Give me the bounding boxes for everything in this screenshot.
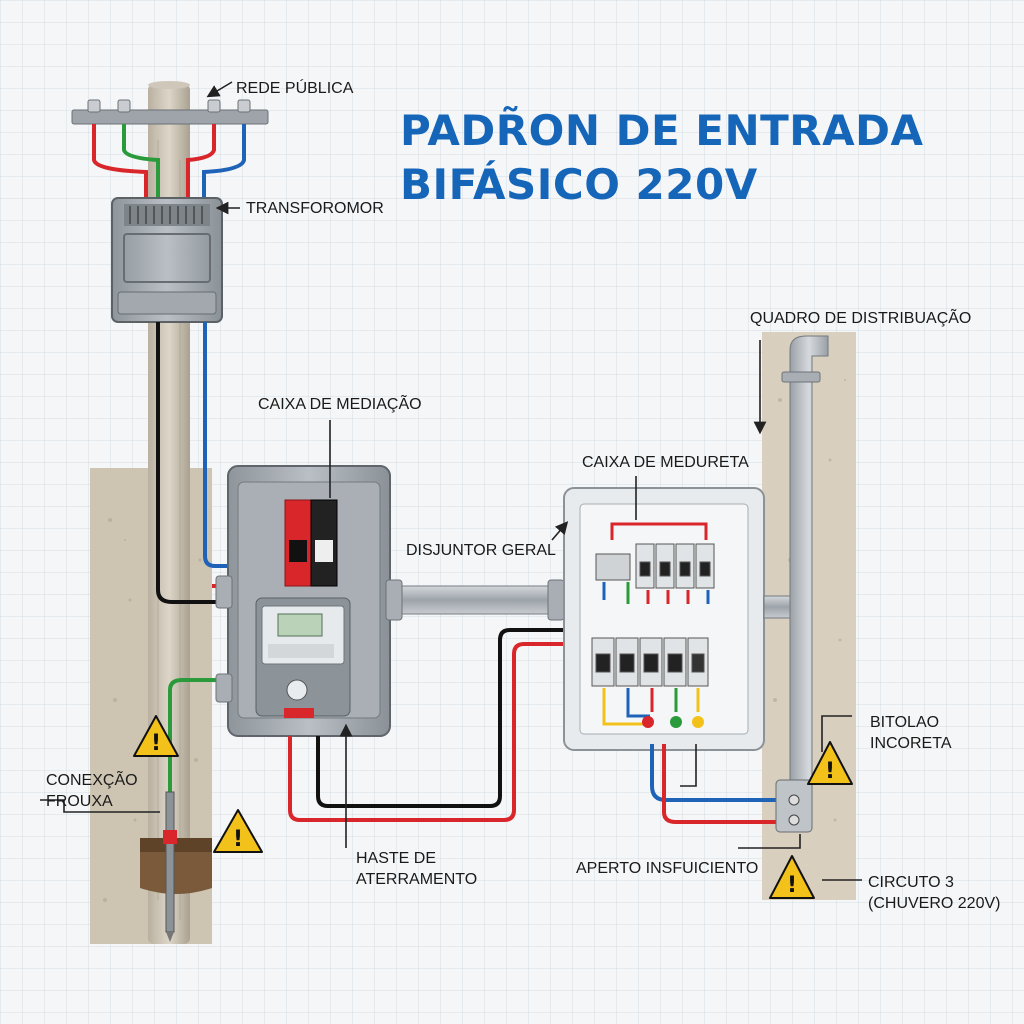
crossarm (71, 99, 269, 125)
svg-text:!: ! (151, 731, 161, 756)
svg-text:!: ! (825, 759, 835, 784)
pointer-lines (40, 81, 862, 881)
label-caixa-mediacao: CAIXA DE MEDIAÇÃO (258, 396, 422, 413)
label-circuito-3: CIRCUTO 3 (CHUVERO 220V) (868, 872, 1000, 914)
meter-box (227, 465, 391, 737)
service-drop-wires (92, 124, 246, 202)
label-conexcao-line-2: FROUXA (46, 793, 113, 810)
label-quadro-distribuicao: QUADRO DE DISTRIBUAÇÃO (750, 310, 972, 327)
label-disjuntor-geral: DISJUNTOR GERAL (406, 542, 556, 559)
title-line-1: PADR̃ON DE ENTRADA (400, 106, 924, 155)
label-conexcao-line-1: CONEXÇÃO (46, 772, 138, 789)
label-circuto-line-1: CIRCUTO 3 (868, 874, 954, 891)
label-transformador: TRANSFOROMOR (246, 200, 384, 217)
warning-icon: ! (807, 741, 853, 785)
label-rede-publica: REDE PÚBLICA (236, 80, 354, 97)
grounding-rod (140, 791, 212, 942)
svg-text:!: ! (233, 827, 243, 852)
label-conexcao-frouxa: CONEXÇÃO FROUXA (46, 770, 138, 812)
label-circuto-line-2: (CHUVERO 220V) (868, 895, 1001, 912)
label-caixa-medureta: CAIXA DE MEDURETA (582, 454, 749, 471)
pole-downlead-wires (156, 322, 234, 812)
warning-icon: ! (769, 855, 815, 899)
svg-text:!: ! (787, 873, 797, 898)
conduit-pipe (215, 575, 565, 703)
label-haste-aterramento: HASTE DE ATERRAMENTO (356, 848, 477, 890)
title-line-2: BIFÁSICO 220V (400, 160, 758, 209)
label-bitolao-line-1: BITOLAO (870, 714, 940, 731)
label-aperto-insuficiente: APERTO INSFUICIENTO (576, 860, 759, 877)
vertical-conduit (763, 335, 829, 833)
label-bitolao: BITOLAO INCORETA (870, 712, 951, 754)
distribution-box (563, 487, 765, 751)
label-bitolao-line-2: INCORETA (870, 735, 952, 752)
shower-circuit-wires (650, 744, 780, 824)
diagram-title: PADR̃ON DE ENTRADA BIFÁSICO 220V (400, 104, 924, 212)
transformer (111, 197, 223, 323)
warning-icon: ! (213, 809, 263, 853)
label-haste-line-2: ATERRAMENTO (356, 871, 478, 888)
feeder-wires (288, 628, 568, 822)
warning-icon: ! (133, 715, 179, 757)
label-haste-line-1: HASTE DE (356, 850, 437, 867)
